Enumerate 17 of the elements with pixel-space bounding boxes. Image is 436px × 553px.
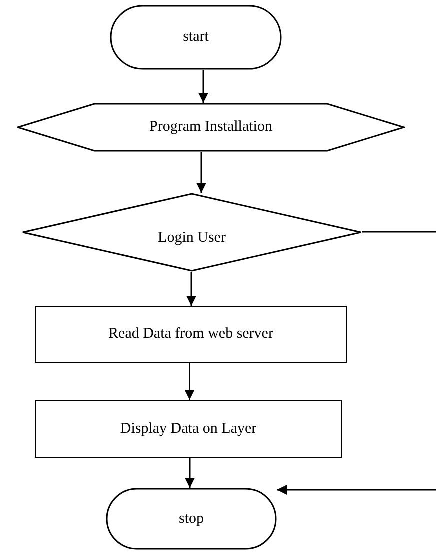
- arrow: [198, 70, 208, 103]
- decision-diamond: [22, 193, 362, 272]
- arrow: [196, 152, 206, 193]
- arrow: [184, 363, 195, 400]
- process-box: [35, 400, 342, 458]
- node-label: Login User: [158, 229, 226, 248]
- stop-terminal: [106, 488, 277, 550]
- arrow: [185, 458, 195, 488]
- arrow: [186, 272, 196, 306]
- process-hexagon: [17, 103, 405, 152]
- node-label: Read Data from web server: [108, 325, 274, 344]
- node-label: start: [183, 28, 209, 47]
- arrow: [277, 485, 436, 495]
- node-label: Display Data on Layer: [120, 420, 257, 438]
- process-box: [35, 306, 347, 363]
- node-label: Program Installation: [150, 118, 272, 137]
- node-label: stop: [178, 510, 204, 528]
